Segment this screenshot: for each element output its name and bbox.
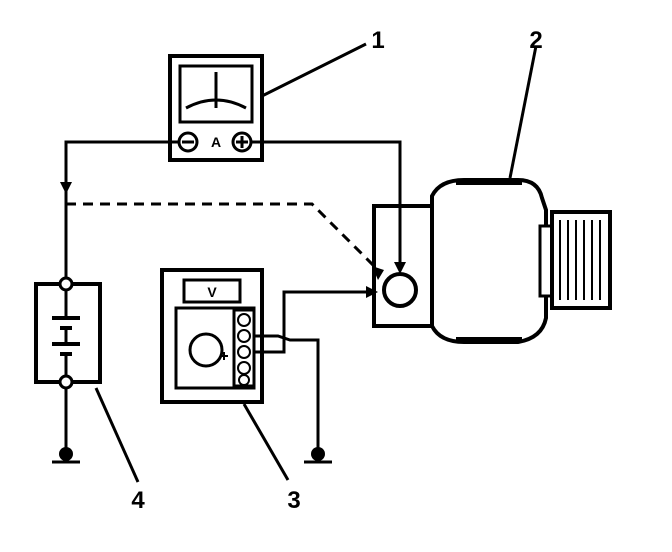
ground-icon <box>52 447 80 464</box>
alternator-icon <box>372 178 612 344</box>
circuit-wires <box>60 140 406 448</box>
ammeter-icon: A <box>168 54 264 162</box>
callout-voltmeter: 3 <box>287 487 300 514</box>
voltmeter-unit-label: V <box>207 284 217 300</box>
leader-lines <box>94 42 538 483</box>
battery-icon <box>34 276 102 390</box>
voltmeter-icon: V <box>160 268 264 404</box>
callout-alternator: 2 <box>529 27 542 54</box>
ground-icon <box>304 447 332 464</box>
callout-battery: 4 <box>131 487 145 514</box>
callout-ammeter: 1 <box>371 27 384 54</box>
ammeter-unit-label: A <box>211 134 221 150</box>
